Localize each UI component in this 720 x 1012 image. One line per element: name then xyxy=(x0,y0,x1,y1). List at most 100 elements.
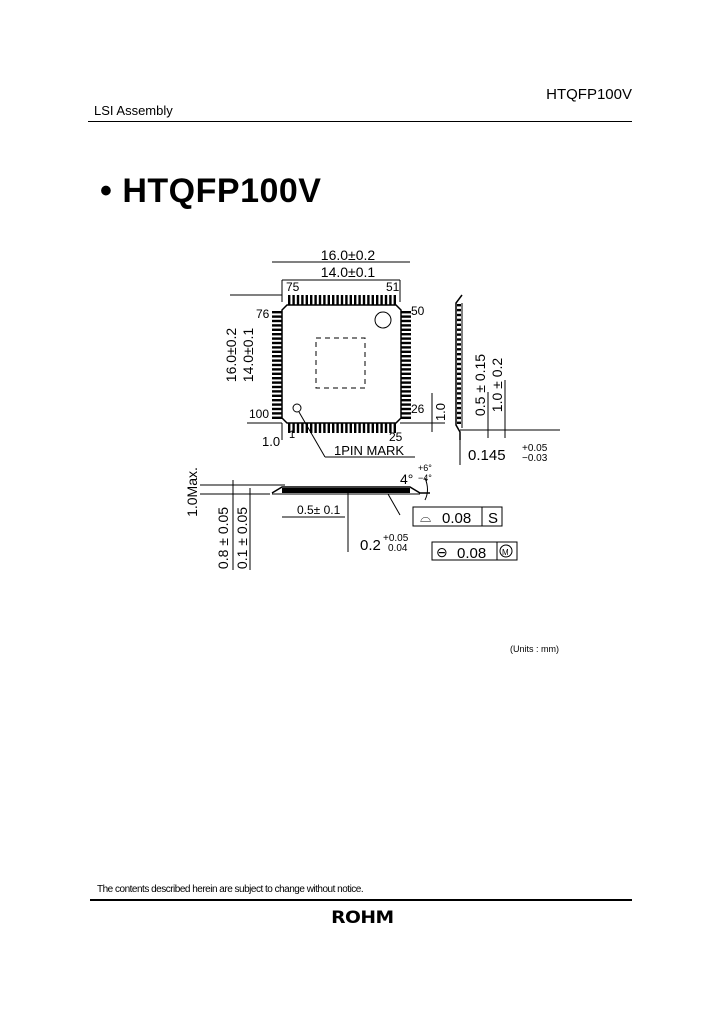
title-text: HTQFP100V xyxy=(122,172,322,210)
pin xyxy=(457,328,461,331)
dim-lead-width: 0.2 xyxy=(360,537,381,554)
title-bullet: • xyxy=(100,172,113,210)
pin xyxy=(314,423,317,433)
pin xyxy=(401,319,411,323)
pin xyxy=(401,328,411,331)
pin xyxy=(354,295,357,305)
pin xyxy=(401,394,411,397)
pin xyxy=(457,387,461,390)
pin xyxy=(272,394,282,397)
pin xyxy=(457,392,461,395)
pin xyxy=(272,350,282,353)
pin xyxy=(376,295,379,305)
pin xyxy=(336,295,339,305)
pin xyxy=(272,399,282,402)
pin xyxy=(362,295,366,305)
pin xyxy=(314,295,317,305)
dim-standoff: 0.1 ± 0.05 xyxy=(234,507,250,569)
pin xyxy=(301,295,304,305)
dim-corner-left: 1.0 xyxy=(262,434,280,449)
pin xyxy=(457,333,461,336)
pin xyxy=(457,362,461,366)
pin xyxy=(272,328,282,331)
pin xyxy=(401,412,411,415)
pin xyxy=(272,337,282,340)
pin xyxy=(401,377,411,380)
pin xyxy=(367,295,370,305)
section-label: LSI Assembly xyxy=(94,103,173,118)
pin xyxy=(272,341,282,345)
pin xyxy=(272,372,282,375)
pin xyxy=(457,348,461,351)
pin xyxy=(393,295,396,305)
pin xyxy=(345,423,348,433)
dim-body-thickness: 0.8 ± 0.05 xyxy=(215,507,231,569)
pin xyxy=(457,353,461,356)
pin xyxy=(272,355,282,358)
pin xyxy=(358,423,361,433)
rohm-logo: ROHM xyxy=(331,908,394,928)
pin xyxy=(401,341,411,345)
pin xyxy=(457,411,461,415)
pin xyxy=(349,423,352,433)
position-symbol: ⊖ xyxy=(436,544,448,560)
pin xyxy=(272,390,282,393)
dim-lead-width-plus: +0.05 xyxy=(383,533,409,544)
pin xyxy=(384,295,388,305)
footer-notice: The contents described herein are subjec… xyxy=(97,884,364,895)
pin xyxy=(296,423,300,433)
pin xyxy=(327,423,330,433)
pin xyxy=(292,295,295,305)
pin xyxy=(401,399,411,402)
header-part-number: HTQFP100V xyxy=(546,86,632,103)
pin xyxy=(272,333,282,336)
pin xyxy=(384,423,388,433)
dim-lead-length: 1.0 ± 0.2 xyxy=(489,358,505,413)
pin xyxy=(358,295,361,305)
pin xyxy=(457,318,461,322)
pin-label-50: 50 xyxy=(411,304,425,318)
dim-body-width: 14.0±0.1 xyxy=(321,264,376,280)
pin xyxy=(457,397,461,400)
pin-label-76: 76 xyxy=(256,307,270,321)
pin xyxy=(327,295,330,305)
flatness-symbol: ⌓ xyxy=(420,509,431,525)
pin xyxy=(332,423,335,433)
pin xyxy=(401,390,411,393)
pin xyxy=(457,323,461,326)
pin xyxy=(305,423,308,433)
pin xyxy=(296,295,300,305)
pin xyxy=(272,346,282,349)
dim-pitch: 0.5± 0.1 xyxy=(297,503,341,517)
package-pins xyxy=(272,295,461,433)
pin xyxy=(367,423,370,433)
pin xyxy=(310,423,313,433)
pin xyxy=(401,407,411,411)
pin xyxy=(393,423,396,433)
pin xyxy=(288,295,291,305)
pin xyxy=(401,311,411,314)
dim-lead-thickness-plus: +0.05 xyxy=(522,443,548,454)
pin xyxy=(401,372,411,375)
pin xyxy=(272,324,282,327)
dim-angle-minus: −4° xyxy=(418,473,432,483)
footer-divider xyxy=(90,899,632,901)
pin xyxy=(457,402,461,405)
pin xyxy=(318,295,322,305)
pin xyxy=(323,423,326,433)
pin xyxy=(389,423,392,433)
pin xyxy=(272,368,282,371)
pin xyxy=(272,359,282,362)
pin xyxy=(272,416,282,419)
pin xyxy=(457,304,461,307)
pin xyxy=(457,416,461,420)
dim-max-height: 1.0Max. xyxy=(184,467,200,517)
pin xyxy=(401,315,411,318)
pin-label-25: 25 xyxy=(389,430,403,444)
units-note: (Units : mm) xyxy=(510,644,559,654)
pin xyxy=(389,295,392,305)
flatness-value: 0.08 xyxy=(442,510,471,527)
pin xyxy=(332,295,335,305)
flatness-datum: S xyxy=(488,510,498,527)
pin xyxy=(401,337,411,340)
